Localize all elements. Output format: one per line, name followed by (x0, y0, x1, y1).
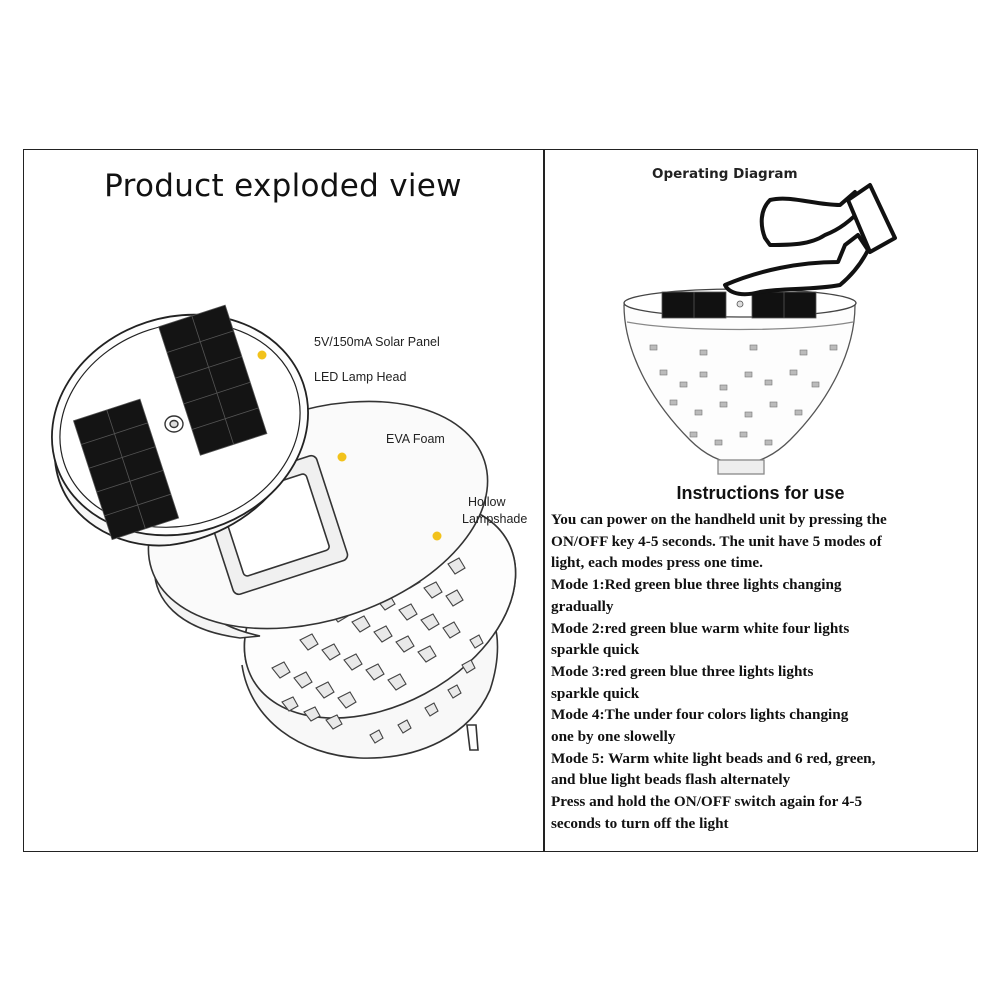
panel-divider (543, 149, 545, 852)
instructions-body: You can power on the handheld unit by pr… (551, 509, 976, 835)
callout-lampshade-line1: Hollow (468, 495, 506, 509)
instruction-line: and blue light beads flash alternately (551, 771, 791, 789)
lamp-dots (649, 344, 838, 446)
instruction-line: sparkle quick (551, 684, 640, 702)
instruction-line: seconds to turn off the light (551, 814, 729, 832)
solar-panel-cells (72, 304, 268, 541)
instruction-line: You can power on the handheld unit by pr… (551, 511, 887, 528)
instruction-line: light, each modes press one time. (551, 554, 763, 572)
callout-lamp-head: LED Lamp Head (314, 370, 407, 384)
callout-solar-panel: 5V/150mA Solar Panel (314, 335, 440, 349)
instruction-line: ON/OFF key 4-5 seconds. The unit have 5 … (551, 532, 882, 550)
exploded-view-title: Product exploded view (104, 168, 462, 204)
solar-panel-dot (257, 350, 267, 360)
instruction-line: Mode 5: Warm white light beads and 6 red… (551, 749, 876, 767)
instruction-line: Mode 3:red green blue three lights light… (551, 662, 814, 680)
instruction-line: Mode 2:red green blue warm white four li… (551, 619, 850, 637)
instruction-line: sparkle quick (551, 641, 640, 659)
callout-eva-foam: EVA Foam (386, 432, 445, 446)
instruction-line: Mode 4:The under four colors lights chan… (551, 706, 849, 724)
pointing-hand-icon (723, 183, 897, 297)
instructions-heading: Instructions for use (676, 483, 845, 503)
eva-foam-dot (337, 452, 347, 462)
operating-diagram-title: Operating Diagram (652, 166, 798, 182)
lampshade-dot (432, 531, 442, 541)
on-off-button-drawing (164, 415, 184, 433)
instruction-line: Mode 1:Red green blue three lights chang… (551, 576, 842, 594)
lamp-body-drawing (623, 288, 857, 475)
callout-dots (257, 350, 442, 541)
callout-lampshade-line2: Lampshade (462, 512, 528, 526)
instruction-line: one by one slowelly (551, 728, 676, 746)
lamp-solar-panels (661, 291, 817, 319)
instruction-line: gradually (551, 597, 614, 615)
instruction-line: Press and hold the ON/OFF switch again f… (551, 793, 863, 811)
outer-frame (23, 149, 978, 852)
